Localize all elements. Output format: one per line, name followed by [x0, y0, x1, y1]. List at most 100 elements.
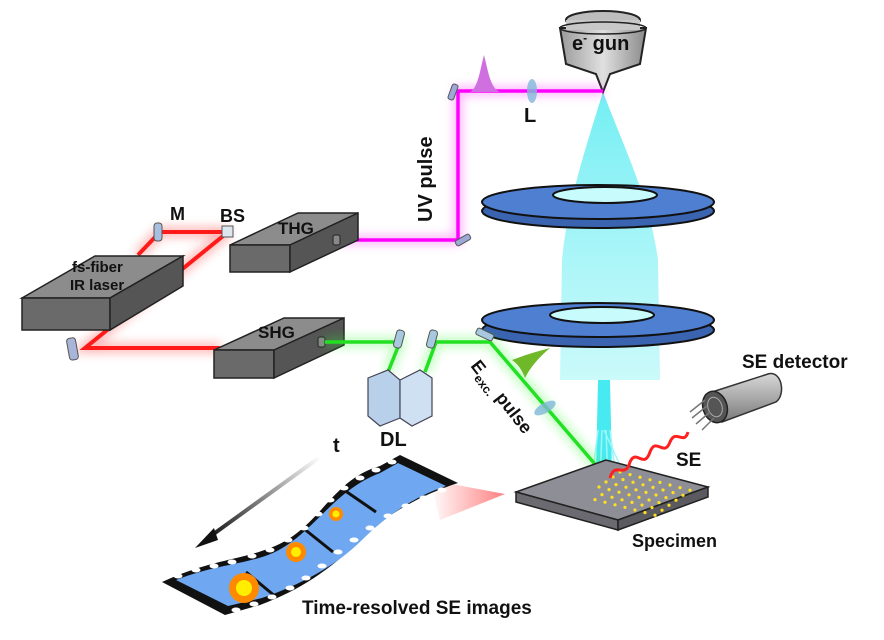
specimen-dot [637, 495, 641, 499]
film-sprocket-hole [325, 497, 335, 503]
specimen-dot [614, 483, 618, 487]
specimen-dot [623, 505, 627, 509]
specimen-dot [664, 496, 668, 500]
film-sprocket-hole [249, 601, 259, 607]
shg-box: SHG [213, 316, 345, 380]
specimen-dot [620, 498, 624, 502]
specimen-dot [678, 486, 682, 490]
film-sprocket-hole [227, 559, 237, 565]
film-sprocket-hole [313, 511, 323, 517]
specimen-dot [600, 493, 604, 497]
film-sprocket-hole [383, 513, 393, 519]
specimen-dot [651, 485, 655, 489]
mirror-lower [66, 337, 79, 361]
dl-mirror-2 [425, 329, 439, 349]
laser-label-line2: IR laser [70, 277, 124, 294]
specimen-dot [661, 488, 665, 492]
uv-beam [340, 55, 603, 247]
film-sprocket-hole [333, 549, 343, 555]
time-label: t [333, 435, 340, 457]
film-frame-3-spot [329, 507, 343, 521]
film-sprocket-hole [437, 487, 447, 493]
specimen-dot [610, 495, 614, 499]
uv-mirror-top [447, 83, 459, 101]
laser-label-line1: fs-fiber [72, 259, 123, 276]
mirror-label: M [170, 204, 185, 224]
film-sprocket-hole [401, 503, 411, 509]
exc-pulse-shape [512, 348, 550, 378]
film-sprocket-hole [339, 485, 349, 491]
film-sprocket-hole [419, 495, 429, 501]
film-sprocket-hole [191, 567, 201, 573]
film-sprocket-hole [355, 475, 365, 481]
thg-box: THG [229, 211, 359, 274]
film-sprocket-hole [265, 547, 275, 553]
thg-label: THG [278, 219, 314, 238]
lens-l [527, 79, 537, 103]
specimen-dot [628, 473, 632, 477]
film-sprocket-hole [299, 525, 309, 531]
film-frame-1-spot [229, 573, 259, 603]
film-strip [162, 455, 458, 615]
uv-pulse-label: UV pulse [415, 136, 437, 222]
film-sprocket-hole [371, 467, 381, 473]
lens-ring-lower [481, 302, 715, 348]
specimen-dot [681, 493, 685, 497]
specimen-dot [634, 488, 638, 492]
specimen-dot [613, 503, 617, 507]
shg-label: SHG [258, 323, 295, 342]
specimen-dot [668, 483, 672, 487]
specimen-dot [593, 498, 597, 502]
image-projection [430, 480, 505, 520]
lens-ring-upper [481, 184, 715, 229]
specimen-dot [617, 490, 621, 494]
se-wave [608, 431, 690, 479]
specimen-dot [603, 500, 607, 504]
film-sprocket-hole [387, 459, 397, 465]
specimen-dot [633, 508, 637, 512]
specimen-dot [658, 480, 662, 484]
laser-box: fs-fiber IR laser [19, 254, 186, 332]
electron-beam [560, 92, 660, 483]
specimen-dot [624, 485, 628, 489]
specimen-dot [671, 491, 675, 495]
se-detector-label: SE detector [742, 352, 848, 373]
film-sprocket-hole [349, 537, 359, 543]
film-sprocket-hole [247, 553, 257, 559]
specimen-dot [604, 480, 608, 484]
specimen-dot [647, 498, 651, 502]
se-detector [689, 373, 783, 431]
film-frame-2-spot [286, 542, 306, 562]
green-mirror [475, 327, 495, 342]
specimen-dot [607, 488, 611, 492]
specimen-dot [630, 500, 634, 504]
se-label: SE [676, 450, 701, 471]
beam-splitter [221, 225, 234, 238]
lens-label: L [524, 105, 536, 127]
green-lens [534, 400, 556, 416]
specimen-dot [650, 506, 654, 510]
specimen-dot [667, 503, 671, 507]
specimen-dot [644, 490, 648, 494]
specimen-dot [660, 508, 664, 512]
specimen-dot [638, 475, 642, 479]
specimen-dot [611, 475, 615, 479]
film-sprocket-hole [267, 594, 277, 600]
specimen-dot [653, 513, 657, 517]
film-sprocket-hole [173, 573, 183, 579]
specimen [513, 459, 711, 532]
delay-line [367, 369, 433, 427]
mirror-m [153, 222, 163, 242]
specimen-dot [674, 498, 678, 502]
film-sprocket-hole [317, 563, 327, 569]
e-gun-label: e- gun [572, 31, 629, 55]
specimen-dot [654, 493, 658, 497]
uv-mirror-bottom [454, 233, 472, 247]
electron-gun: e- gun [558, 10, 648, 95]
film-sprocket-hole [231, 607, 241, 613]
beam-splitter-label: BS [220, 206, 245, 226]
uv-pulse-shape [470, 55, 500, 92]
specimen-dot [657, 501, 661, 505]
